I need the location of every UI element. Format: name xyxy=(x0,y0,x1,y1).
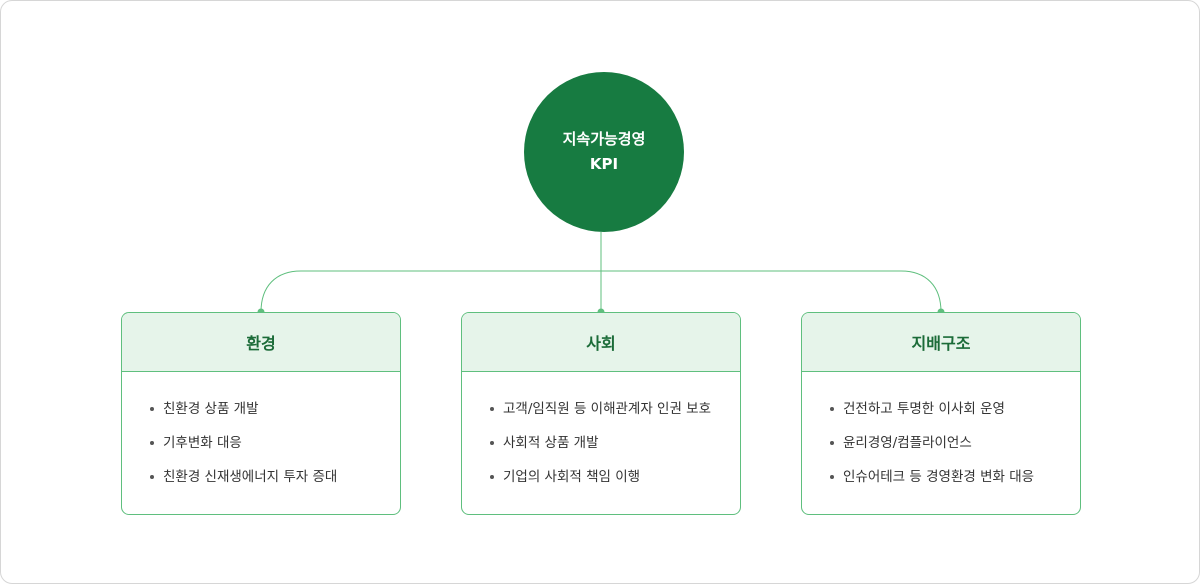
category-card-environment: 환경 친환경 상품 개발 기후변화 대응 친환경 신재생에너지 투자 증대 xyxy=(121,312,401,515)
root-title: 지속가능경영 xyxy=(562,130,646,148)
category-items: 건전하고 투명한 이사회 운영 윤리경영/컴플라이언스 인슈어테크 등 경영환경… xyxy=(802,372,1080,497)
root-subtitle: KPI xyxy=(589,155,619,173)
category-items: 고객/임직원 등 이해관계자 인권 보호 사회적 상품 개발 기업의 사회적 책… xyxy=(462,372,740,497)
list-item: 기후변화 대응 xyxy=(149,429,400,463)
category-items: 친환경 상품 개발 기후변화 대응 친환경 신재생에너지 투자 증대 xyxy=(122,372,400,497)
category-title: 환경 xyxy=(122,313,400,372)
list-item: 고객/임직원 등 이해관계자 인권 보호 xyxy=(489,395,740,429)
root-node: 지속가능경영 KPI xyxy=(524,72,684,232)
category-card-social: 사회 고객/임직원 등 이해관계자 인권 보호 사회적 상품 개발 기업의 사회… xyxy=(461,312,741,515)
category-card-governance: 지배구조 건전하고 투명한 이사회 운영 윤리경영/컴플라이언스 인슈어테크 등… xyxy=(801,312,1081,515)
list-item: 친환경 신재생에너지 투자 증대 xyxy=(149,463,400,497)
list-item: 기업의 사회적 책임 이행 xyxy=(489,463,740,497)
category-title: 지배구조 xyxy=(802,313,1080,372)
list-item: 사회적 상품 개발 xyxy=(489,429,740,463)
connector-branch xyxy=(260,270,942,313)
list-item: 윤리경영/컴플라이언스 xyxy=(829,429,1080,463)
category-title: 사회 xyxy=(462,313,740,372)
list-item: 인슈어테크 등 경영환경 변화 대응 xyxy=(829,463,1080,497)
list-item: 친환경 상품 개발 xyxy=(149,395,400,429)
list-item: 건전하고 투명한 이사회 운영 xyxy=(829,395,1080,429)
